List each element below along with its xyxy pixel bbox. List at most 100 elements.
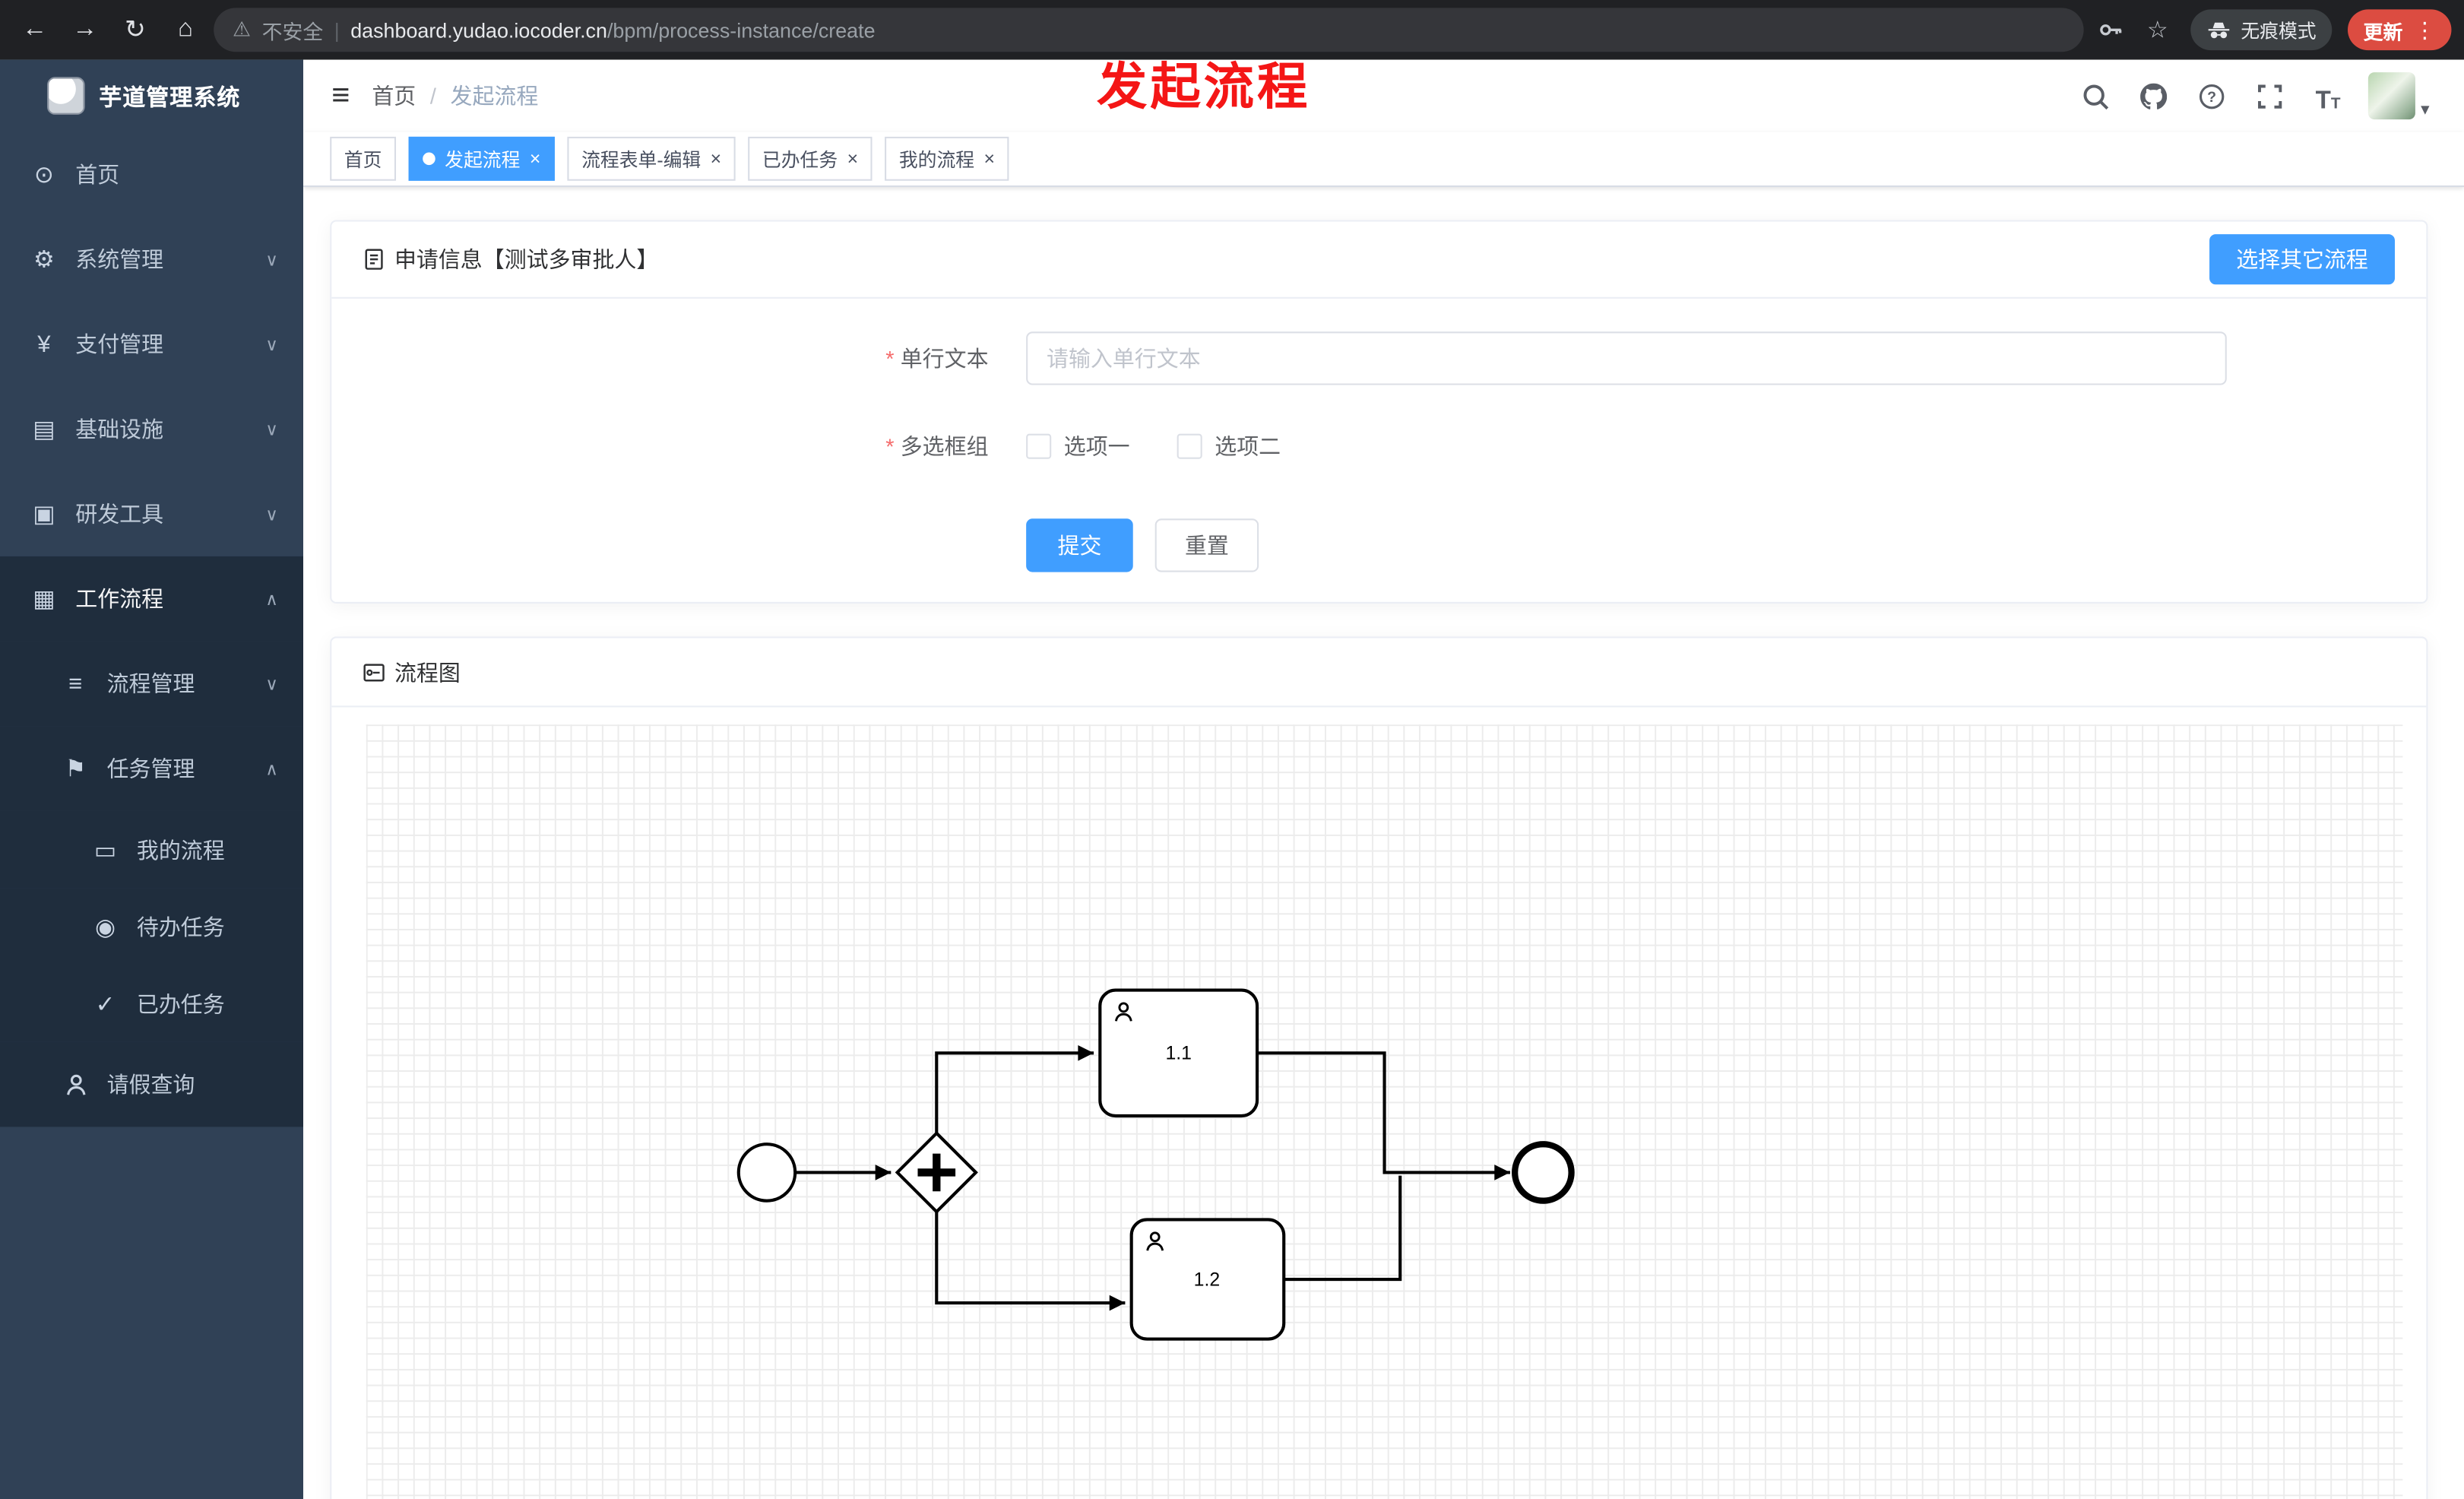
checkbox-icon[interactable]	[1177, 433, 1202, 459]
sidebar-item-home[interactable]: ⊙ 首页	[0, 132, 303, 217]
checkbox-group: 选项一 选项二	[1026, 420, 1281, 473]
sidebar-item-label: 已办任务	[136, 990, 225, 1016]
application-info-card: 申请信息【测试多审批人】 选择其它流程 *单行文本 *多选框组 选项一 选项二	[330, 220, 2428, 604]
task-label: 1.2	[1194, 1269, 1220, 1290]
sidebar-toggle-icon[interactable]: ≡	[331, 78, 350, 113]
sidebar-item-process-management[interactable]: ≡ 流程管理 ∨	[0, 641, 304, 727]
tab-close-icon[interactable]: ×	[983, 147, 996, 170]
sidebar-item-infrastructure[interactable]: ▤ 基础设施 ∨	[0, 387, 303, 472]
user-task-1-2[interactable]: 1.2	[1129, 1218, 1286, 1341]
sidebar-item-devtools[interactable]: ▣ 研发工具 ∨	[0, 471, 303, 556]
chevron-up-icon: ∧	[265, 759, 278, 779]
help-icon[interactable]: ?	[2194, 78, 2228, 113]
single-line-text-input[interactable]	[1026, 331, 2227, 385]
reset-button[interactable]: 重置	[1154, 518, 1259, 572]
sidebar-item-payment-management[interactable]: ¥ 支付管理 ∨	[0, 302, 303, 387]
tab-close-icon[interactable]: ×	[529, 147, 541, 170]
password-key-icon[interactable]	[2090, 17, 2131, 43]
incognito-badge: 无痕模式	[2190, 9, 2333, 51]
document-icon	[365, 249, 383, 270]
bpmn-canvas[interactable]: 1.1 1.2	[366, 724, 2403, 1499]
breadcrumb-home[interactable]: 首页	[372, 83, 416, 109]
card-title: 申请信息【测试多审批人】	[394, 246, 659, 272]
sidebar-item-leave-query[interactable]: 请假查询	[0, 1041, 304, 1127]
chevron-down-icon: ∨	[265, 335, 278, 355]
fullscreen-icon[interactable]	[2253, 78, 2287, 113]
sidebar-item-my-processes[interactable]: ▭ 我的流程	[0, 810, 304, 889]
yen-icon: ¥	[37, 331, 51, 358]
security-label[interactable]: 不安全	[261, 19, 324, 43]
tab-close-icon[interactable]: ×	[847, 147, 859, 170]
tab-done-tasks[interactable]: 已办任务 ×	[748, 136, 873, 181]
sidebar-item-todo-tasks[interactable]: ◉ 待办任务	[0, 888, 304, 965]
sequence-flow-gateway-to-task2	[935, 1212, 1126, 1311]
security-warning-icon: ⚠	[233, 17, 252, 41]
chevron-down-icon: ∨	[265, 505, 278, 524]
dashboard-icon: ⊙	[33, 161, 54, 189]
sidebar-item-done-tasks[interactable]: ✓ 已办任务	[0, 965, 304, 1042]
sidebar-item-label: 研发工具	[75, 501, 164, 527]
active-dot	[423, 152, 435, 166]
sidebar-item-label: 系统管理	[75, 246, 164, 272]
gear-icon: ⚙	[33, 246, 55, 274]
app-title: 芋道管理系统	[99, 85, 241, 111]
tab-label: 已办任务	[762, 148, 838, 171]
chat-bubble-icon: ▭	[93, 836, 117, 864]
browser-menu-icon[interactable]: ⋮	[2413, 16, 2436, 42]
breadcrumb-current: 发起流程	[450, 83, 539, 109]
tab-close-icon[interactable]: ×	[710, 147, 722, 170]
end-event[interactable]	[1512, 1141, 1575, 1204]
tab-initiate-process[interactable]: 发起流程 ×	[408, 136, 555, 181]
browser-home-button[interactable]: ⌂	[177, 15, 193, 43]
update-label: 更新	[2363, 21, 2403, 43]
tab-my-processes[interactable]: 我的流程 ×	[885, 136, 1009, 181]
flowchart-icon	[363, 663, 385, 681]
task-label: 1.1	[1165, 1044, 1191, 1064]
sidebar-item-label: 我的流程	[136, 836, 225, 863]
sidebar-item-workflow[interactable]: ▦ 工作流程 ∧	[0, 556, 304, 642]
user-icon	[60, 1073, 91, 1096]
field-label-checkbox-group: *多选框组	[885, 433, 989, 459]
checkbox-option-1[interactable]: 选项一	[1026, 431, 1130, 462]
field-label-single-line: *单行文本	[885, 345, 989, 371]
eye-icon: ◉	[94, 914, 116, 941]
tab-process-form-edit[interactable]: 流程表单-编辑 ×	[567, 136, 736, 181]
app-header: ≡ 首页 / 发起流程	[303, 59, 2464, 132]
parallel-gateway[interactable]	[895, 1130, 978, 1215]
select-other-process-button[interactable]: 选择其它流程	[2209, 234, 2396, 285]
caret-down-icon: ▾	[2421, 100, 2430, 120]
search-icon[interactable]	[2078, 78, 2112, 113]
chevron-down-icon: ∨	[265, 420, 278, 439]
app-logo	[47, 77, 85, 115]
github-icon[interactable]	[2136, 78, 2171, 113]
user-menu[interactable]: ▾	[2368, 72, 2430, 120]
url-host: dashboard.yudao.iocoder.cn	[350, 17, 607, 42]
bookmark-star-icon[interactable]: ☆	[2146, 17, 2168, 44]
user-task-1-1[interactable]: 1.1	[1098, 988, 1259, 1118]
user-avatar[interactable]	[2368, 72, 2416, 120]
submit-button[interactable]: 提交	[1026, 518, 1133, 572]
address-bar[interactable]: ⚠ 不安全 | dashboard.yudao.iocoder.cn/bpm/p…	[214, 8, 2084, 52]
breadcrumb: 首页 / 发起流程	[372, 80, 538, 111]
checkbox-icon[interactable]	[1026, 433, 1052, 459]
tags-view-bar: 首页 发起流程 × 流程表单-编辑 × 已办任务 × 我的流程 ×	[303, 132, 2464, 188]
browser-forward-button[interactable]: →	[72, 15, 98, 43]
process-diagram-card: 流程图	[330, 636, 2428, 1499]
card-header: 申请信息【测试多审批人】 选择其它流程	[331, 222, 2427, 299]
sidebar-item-task-management[interactable]: ⚑ 任务管理 ∧	[0, 726, 304, 811]
tab-home[interactable]: 首页	[330, 136, 397, 181]
start-event[interactable]	[736, 1142, 797, 1203]
infrastructure-icon: ▤	[33, 416, 55, 444]
app-logo-row[interactable]: 芋道管理系统	[0, 60, 303, 132]
sidebar-item-label: 请假查询	[106, 1072, 195, 1098]
checkbox-label: 选项二	[1215, 433, 1281, 459]
main-area: ≡ 首页 / 发起流程	[303, 59, 2464, 1499]
sidebar-item-system-management[interactable]: ⚙ 系统管理 ∨	[0, 217, 303, 302]
checkbox-option-2[interactable]: 选项二	[1177, 431, 1281, 462]
url-text[interactable]: dashboard.yudao.iocoder.cn/bpm/process-i…	[350, 18, 875, 42]
tab-label: 发起流程	[445, 148, 521, 171]
update-button[interactable]: 更新 ⋮	[2347, 9, 2452, 51]
browser-back-button[interactable]: ←	[21, 15, 48, 43]
browser-refresh-button[interactable]: ↻	[124, 17, 146, 44]
